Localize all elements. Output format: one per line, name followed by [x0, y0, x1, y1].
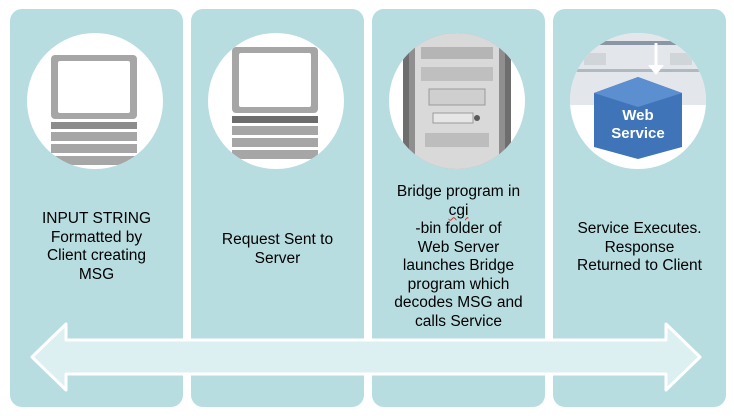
web-service-icon: Web Service [570, 33, 706, 159]
caption-line: calls Service [415, 312, 502, 330]
caption-line: decodes MSG and [394, 294, 523, 311]
double-arrow-icon [30, 322, 702, 392]
caption-line: program which [407, 275, 510, 293]
caption-line: Service Executes. [577, 220, 702, 237]
caption-line: Server [254, 249, 301, 267]
caption-line: Returned to Client [577, 257, 702, 274]
caption-line: Client creating [46, 247, 147, 264]
step-1-icon-circle [27, 33, 163, 169]
step-2-caption: Request Sent to Server [195, 231, 360, 268]
caption-line: Response [604, 238, 675, 256]
caption-line: launches Bridge [402, 257, 515, 274]
caption-line: INPUT STRING [41, 210, 152, 227]
step-panel-4: Web Service Service Executes. Response R… [553, 9, 726, 407]
step-3-icon-circle [389, 33, 525, 169]
step-panel-1: INPUT STRING Formatted by Client creatin… [10, 9, 183, 407]
step-4-caption: Service Executes. Response Returned to C… [557, 220, 722, 276]
step-3-caption: Bridge program in cgi-bin folder of Web … [376, 183, 541, 331]
server-tower-icon [403, 33, 511, 169]
web-service-label-top: Web [622, 107, 653, 124]
computer-icon [51, 55, 137, 165]
spellcheck-word: cgi [448, 201, 469, 219]
caption-line: Request Sent to [221, 231, 334, 248]
caption-line: cgi-bin folder of [376, 202, 541, 239]
caption-line-rest: -bin folder of [415, 220, 502, 237]
step-2-icon-circle [208, 33, 344, 169]
caption-line: MSG [78, 265, 115, 283]
bidirectional-flow-arrow [30, 322, 702, 392]
computer-icon [232, 47, 318, 159]
step-1-caption: INPUT STRING Formatted by Client creatin… [14, 210, 179, 284]
caption-line: Web Server [417, 238, 500, 256]
caption-line: Bridge program in [396, 183, 521, 200]
web-service-label-bottom: Service [611, 125, 664, 142]
step-4-icon-circle: Web Service [570, 33, 706, 169]
caption-line: Formatted by [50, 228, 143, 246]
